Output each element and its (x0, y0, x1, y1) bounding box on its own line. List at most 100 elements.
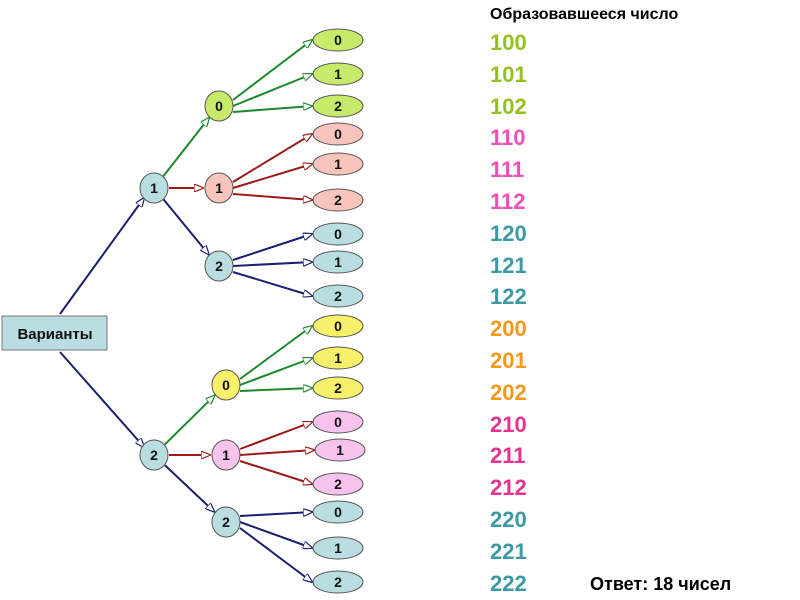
number-item-202: 202 (490, 379, 527, 405)
number-item-100: 100 (490, 30, 527, 55)
node-2-label: 2 (150, 447, 158, 463)
node-1-label: 1 (150, 180, 158, 196)
leaf-221-label: 1 (334, 540, 342, 556)
leaf-220: 0 (312, 500, 364, 524)
edge-21-to-210 (239, 422, 312, 450)
leaf-111: 1 (312, 152, 364, 176)
leaf-210-label: 0 (334, 414, 342, 430)
edge-22-to-221 (239, 521, 312, 548)
edge-10-to-100 (232, 40, 312, 101)
root-node: Варианты (1, 315, 108, 351)
node-20-label: 0 (222, 377, 230, 393)
node-2: 2 (139, 439, 169, 471)
number-item-220: 220 (490, 507, 527, 532)
numbers-header: Образовавшееся число (490, 6, 679, 23)
edge-22-to-220 (239, 512, 312, 517)
number-item-211: 211 (490, 443, 526, 469)
leaf-102: 2 (312, 94, 364, 118)
leaf-120: 0 (312, 222, 364, 246)
edge-12-to-122 (232, 271, 312, 296)
edge-1-to-12 (162, 198, 209, 255)
leaf-121-label: 1 (334, 254, 342, 270)
leaf-122-label: 2 (334, 288, 342, 304)
number-item-101: 101 (490, 61, 527, 87)
edge-12-to-120 (232, 234, 312, 261)
edge-11-to-111 (232, 164, 312, 189)
leaf-101-label: 1 (334, 66, 342, 82)
number-item-210: 210 (490, 411, 527, 437)
leaf-201-label: 1 (334, 350, 342, 366)
edges-layer (59, 40, 314, 582)
edge-22-to-222 (239, 527, 312, 582)
edge-11-to-110 (232, 134, 312, 183)
node-22-label: 2 (222, 514, 230, 530)
node-22: 2 (211, 506, 241, 538)
leaf-211: 1 (314, 438, 366, 462)
leaf-110-label: 0 (334, 126, 342, 142)
node-10: 0 (204, 90, 234, 122)
nodes-layer: Варианты 1 0 0 1 2 1 0 1 2 2 0 1 2 2 0 0 1 2 1 0 1 2 2 0 1 2 (1, 28, 366, 594)
leaf-112-label: 2 (334, 192, 342, 208)
number-item-200: 200 (490, 316, 527, 342)
leaf-212-label: 2 (334, 476, 342, 492)
number-item-110: 110 (490, 125, 526, 151)
node-21: 1 (211, 439, 241, 471)
leaf-122: 2 (312, 284, 364, 308)
edge-20-to-202 (239, 388, 312, 391)
number-item-112: 112 (490, 189, 526, 214)
leaf-210: 0 (312, 410, 364, 434)
leaf-101: 1 (312, 62, 364, 86)
node-12: 2 (204, 250, 234, 282)
number-item-120: 120 (490, 220, 527, 246)
node-12-label: 2 (215, 258, 223, 274)
leaf-212: 2 (312, 472, 364, 496)
leaf-121: 1 (312, 250, 364, 274)
leaf-110: 0 (312, 122, 364, 146)
leaf-220-label: 0 (334, 504, 342, 520)
edge-root-to-1 (59, 198, 144, 315)
number-item-122: 122 (490, 284, 527, 310)
edge-10-to-101 (232, 74, 312, 107)
leaf-221: 1 (312, 536, 364, 560)
edge-2-to-20 (164, 395, 215, 446)
edge-1-to-10 (162, 118, 209, 177)
edge-10-to-102 (232, 106, 312, 113)
number-item-222: 222 (490, 570, 527, 596)
node-20: 0 (211, 369, 241, 401)
number-item-121: 121 (490, 252, 527, 278)
root-label: Варианты (17, 326, 92, 343)
edge-21-to-211 (239, 450, 314, 456)
leaf-200-label: 0 (334, 318, 342, 334)
number-item-111: 111 (490, 157, 525, 183)
leaf-222: 2 (312, 570, 364, 594)
node-10-label: 0 (215, 98, 223, 114)
edge-20-to-200 (239, 326, 312, 380)
leaf-112: 2 (312, 188, 364, 212)
leaf-100: 0 (312, 28, 364, 52)
leaf-100-label: 0 (334, 32, 342, 48)
number-item-102: 102 (490, 93, 527, 119)
leaf-102-label: 2 (334, 98, 342, 114)
number-item-201: 201 (490, 348, 527, 373)
leaf-200: 0 (312, 314, 364, 338)
leaf-202-label: 2 (334, 380, 342, 396)
node-1: 1 (139, 172, 169, 204)
edge-21-to-212 (239, 460, 312, 484)
leaf-120-label: 0 (334, 226, 342, 242)
edge-12-to-121 (232, 262, 312, 267)
leaf-222-label: 2 (334, 574, 342, 590)
leaf-202: 2 (312, 376, 364, 400)
number-item-221: 221 (490, 538, 527, 564)
edge-root-to-2 (59, 351, 144, 447)
leaf-111-label: 1 (334, 156, 342, 172)
leaf-201: 1 (312, 346, 364, 370)
node-11: 1 (204, 172, 234, 204)
node-11-label: 1 (215, 180, 223, 196)
edge-20-to-201 (239, 358, 312, 386)
edge-11-to-112 (232, 193, 312, 200)
node-21-label: 1 (222, 447, 230, 463)
number-item-212: 212 (490, 475, 527, 501)
leaf-211-label: 1 (336, 442, 344, 458)
